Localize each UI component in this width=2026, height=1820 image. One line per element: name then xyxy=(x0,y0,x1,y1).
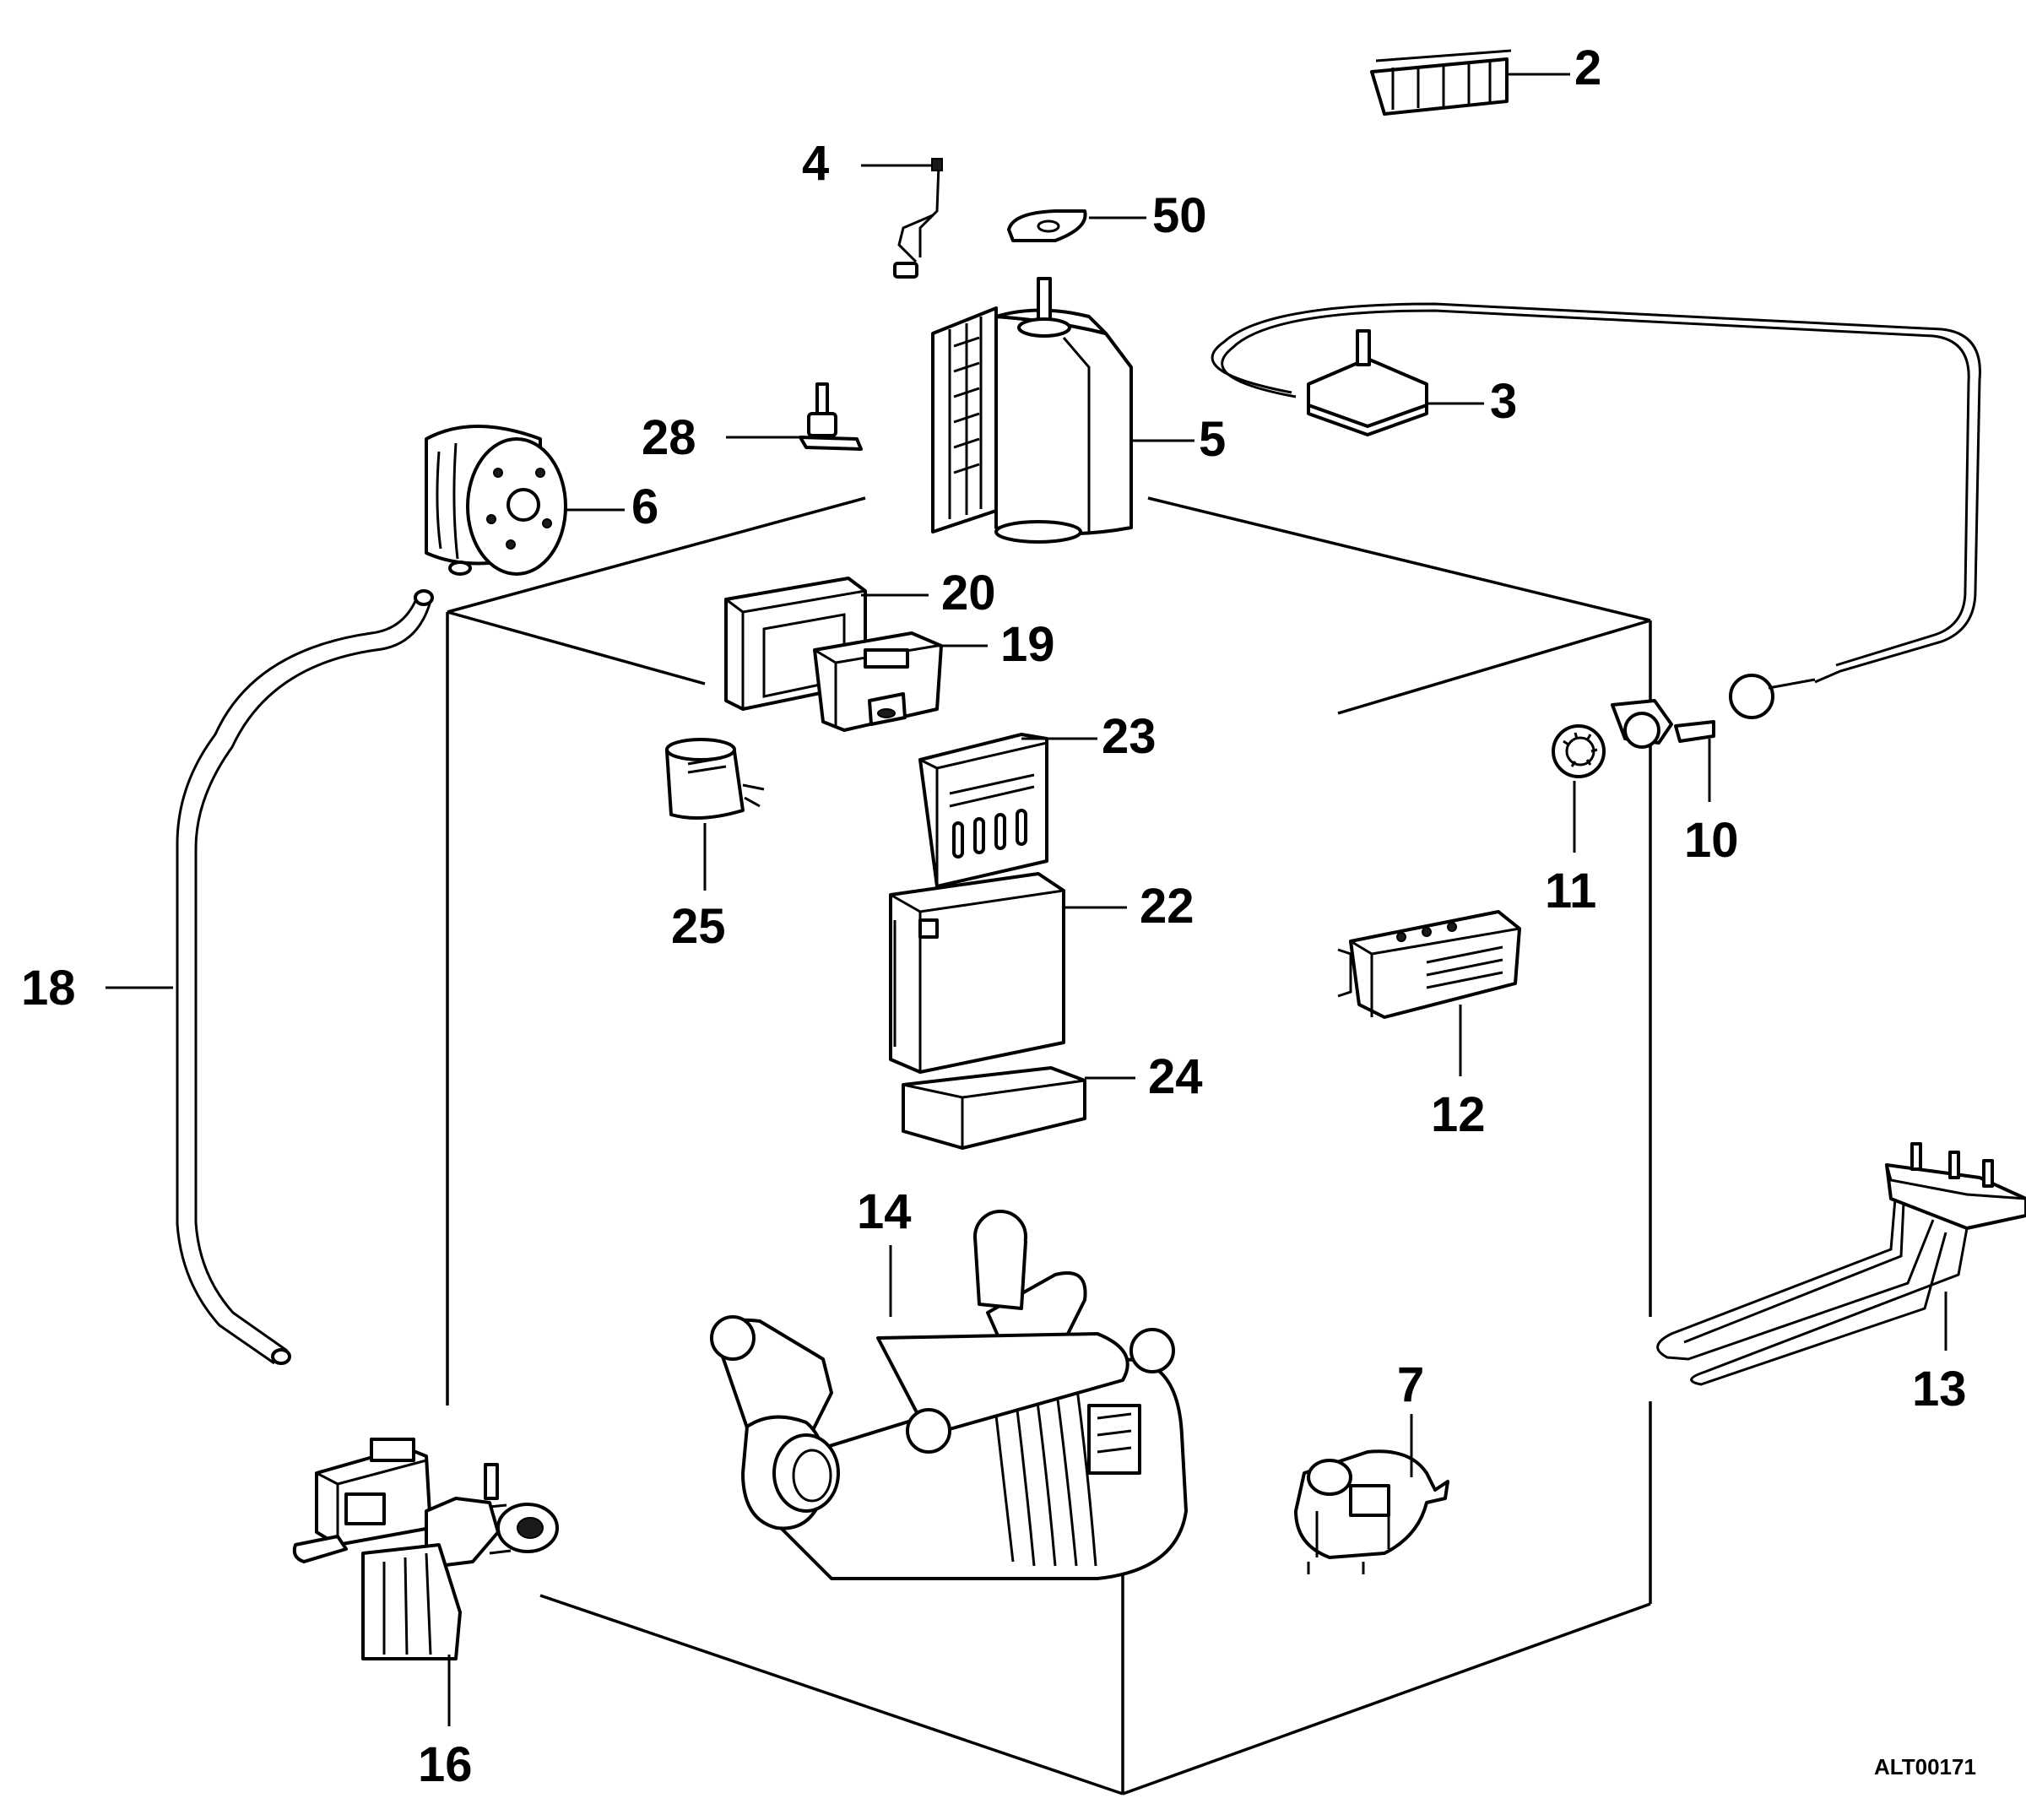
part-5-timer-unit[interactable] xyxy=(931,277,1133,544)
part-23-dispenser-lid[interactable] xyxy=(918,733,1048,888)
part-28-nipple-valve[interactable] xyxy=(799,382,863,451)
label-4: 4 xyxy=(802,136,829,191)
label-18: 18 xyxy=(21,961,76,1016)
part-24-dispenser-tray[interactable] xyxy=(902,1066,1086,1150)
callout-labels: 2 4 50 3 5 28 6 20 19 23 10 11 22 25 18 … xyxy=(21,41,1976,1792)
label-11: 11 xyxy=(1545,864,1596,918)
part-19-door-interlock[interactable] xyxy=(813,631,943,732)
label-28: 28 xyxy=(642,410,696,465)
part-13-heater-element[interactable] xyxy=(1656,1142,2026,1386)
label-2: 2 xyxy=(1574,41,1601,95)
part-2-terminal-strip[interactable] xyxy=(1370,49,1512,116)
label-25: 25 xyxy=(671,899,726,954)
label-16: 16 xyxy=(418,1737,473,1792)
label-5: 5 xyxy=(1199,412,1226,467)
thermostat-bulb xyxy=(1729,674,1816,719)
label-6: 6 xyxy=(631,479,658,534)
label-19: 19 xyxy=(1000,617,1055,672)
label-7: 7 xyxy=(1397,1357,1424,1412)
label-23: 23 xyxy=(1102,709,1157,764)
cabinet-outline xyxy=(446,496,1652,1796)
part-16-inlet-valve[interactable] xyxy=(292,1438,559,1660)
part-22-dispenser-housing[interactable] xyxy=(889,872,1065,1074)
label-13: 13 xyxy=(1912,1362,1967,1416)
part-50-gasket[interactable] xyxy=(1007,209,1087,242)
part-10-knob[interactable] xyxy=(1611,699,1715,749)
label-14: 14 xyxy=(857,1184,912,1239)
label-22: 22 xyxy=(1140,879,1194,934)
label-12: 12 xyxy=(1431,1087,1486,1142)
part-7-drain-pump[interactable] xyxy=(1294,1449,1449,1574)
label-24: 24 xyxy=(1148,1049,1203,1104)
part-4-sensor-wire[interactable] xyxy=(893,158,943,279)
label-20: 20 xyxy=(941,566,996,620)
part-11-selector-ring[interactable] xyxy=(1552,724,1606,778)
label-10: 10 xyxy=(1684,813,1739,868)
part-3-thermostat[interactable] xyxy=(1211,302,1981,719)
label-50: 50 xyxy=(1152,188,1207,243)
figure-code: ALT00171 xyxy=(1874,1754,1976,1779)
part-6-pump-motor[interactable] xyxy=(425,425,567,576)
part-18-hose[interactable] xyxy=(176,589,434,1365)
part-25-capacitor[interactable] xyxy=(665,738,765,820)
part-12-switch-bank[interactable] xyxy=(1337,910,1521,1019)
label-3: 3 xyxy=(1490,374,1517,429)
part-14-drive-motor[interactable] xyxy=(710,1210,1188,1580)
